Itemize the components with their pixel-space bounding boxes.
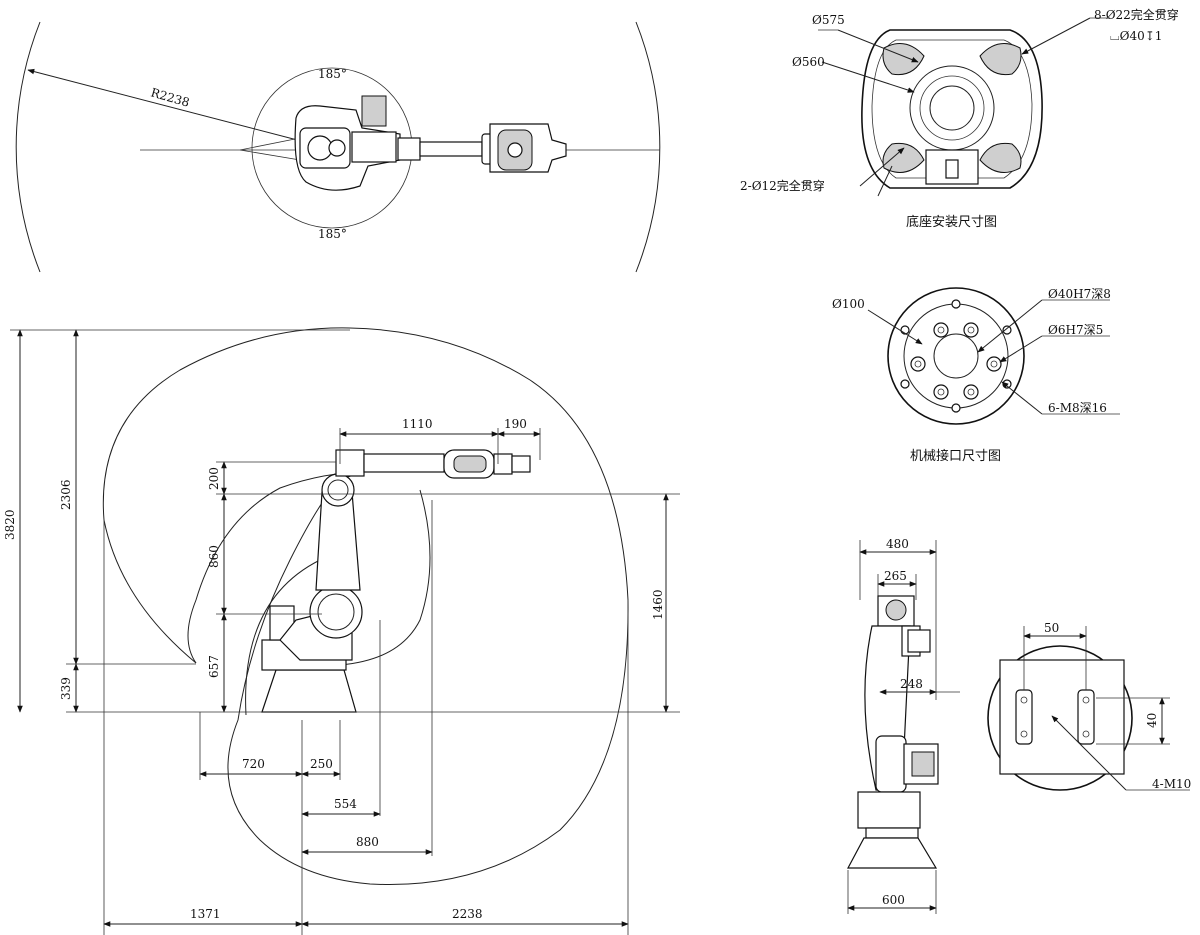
upper-arm [315,491,361,591]
label-8-holes: 8-Ø22完全贯穿 [1094,7,1179,22]
label-d100: Ø100 [832,297,865,311]
dim-600: 600 [882,893,905,907]
dim-339: 339 [59,677,73,700]
dim-3820: 3820 [3,509,17,540]
dim-657: 657 [207,655,221,678]
dim-2306: 2306 [59,479,73,510]
workspace-arc-right [635,21,661,273]
dim-1371: 1371 [190,907,221,921]
base-bore-inner [929,85,975,131]
base-mount-caption: 底座安装尺寸图 [906,214,997,230]
label-2-holes: 2-Ø12完全贯穿 [740,178,825,193]
radius-label: R2238 [149,85,191,109]
front-view [847,540,960,914]
base-mount-view [818,17,1110,197]
dim-1110: 1110 [402,417,433,431]
side-view [10,327,680,935]
angle-bottom-label: 185° [318,227,347,241]
label-counterbore: ⌴Ø40↧1 [1110,29,1162,43]
dim-265: 265 [884,569,907,583]
workspace-arc-left [15,21,41,273]
label-m10: 4-M10 [1152,777,1191,791]
radius-leader [27,68,306,143]
dim-248: 248 [900,677,923,691]
label-d575: Ø575 [812,13,845,27]
detail-view [987,626,1190,791]
base-bore-outer [909,65,995,151]
dim-190: 190 [504,417,527,431]
label-d40h7: Ø40H7深8 [1048,287,1111,301]
dim-40: 40 [1145,713,1159,728]
dim-860: 860 [207,545,221,568]
front-base [857,791,921,829]
dim-2238: 2238 [452,907,483,921]
label-d560: Ø560 [792,55,825,69]
label-d6h7: Ø6H7深5 [1048,323,1103,337]
robot-base [261,669,357,713]
dim-1460: 1460 [651,589,665,620]
label-m8: 6-M8深16 [1048,401,1107,415]
dim-480: 480 [886,537,909,551]
dim-880: 880 [356,835,379,849]
forearm-housing [335,449,365,477]
elbow-joint [321,473,355,507]
base-outline [861,29,1043,189]
dim-50: 50 [1044,621,1059,635]
dim-720: 720 [242,757,265,771]
flange-caption: 机械接口尺寸图 [910,448,1001,464]
robot-top-body [294,95,567,191]
dim-200: 200 [207,467,221,490]
dim-554: 554 [334,797,357,811]
workspace-envelope [102,327,629,886]
flange-view [867,287,1120,425]
angle-top-label: 185° [318,67,347,81]
top-view [15,21,661,273]
dim-250: 250 [310,757,333,771]
